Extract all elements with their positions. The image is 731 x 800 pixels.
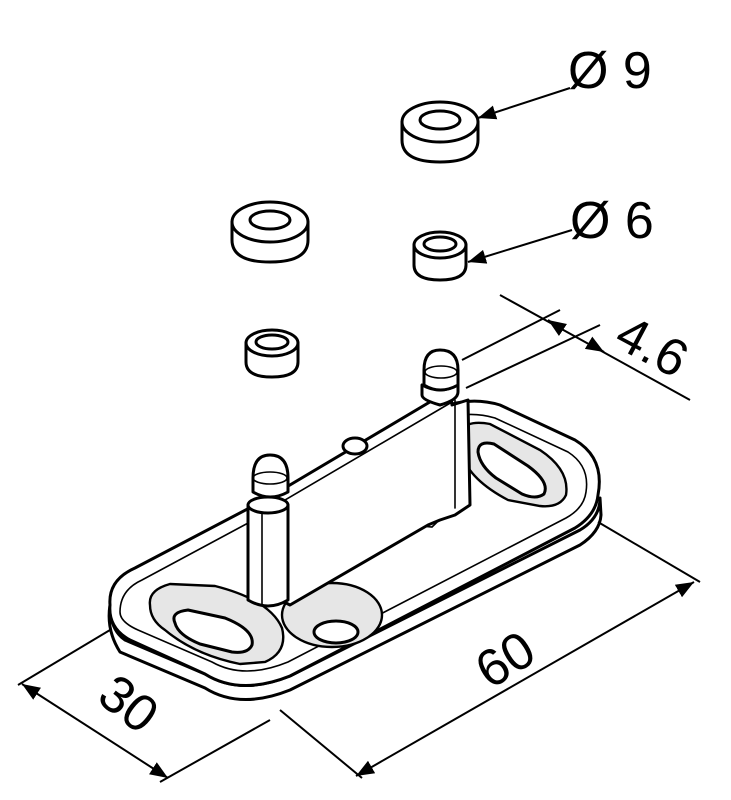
washer-small-left: [244, 328, 300, 379]
pin-right: [420, 348, 460, 407]
dimension-diameter-9: Ø 9: [477, 42, 652, 120]
dimension-pin-spacing: 4.6: [461, 294, 697, 401]
washer-small-right: [412, 230, 468, 282]
label-width: 30: [88, 664, 169, 745]
label-diameter-6: Ø 6: [570, 192, 654, 250]
label-pin-spacing: 4.6: [606, 304, 697, 389]
label-diameter-9: Ø 9: [568, 42, 652, 100]
dimension-diameter-6: Ø 6: [467, 192, 654, 264]
pin-left: [246, 453, 290, 608]
washer-large-left: [230, 200, 310, 264]
label-length: 60: [466, 620, 546, 700]
washer-large-top: [400, 100, 480, 164]
